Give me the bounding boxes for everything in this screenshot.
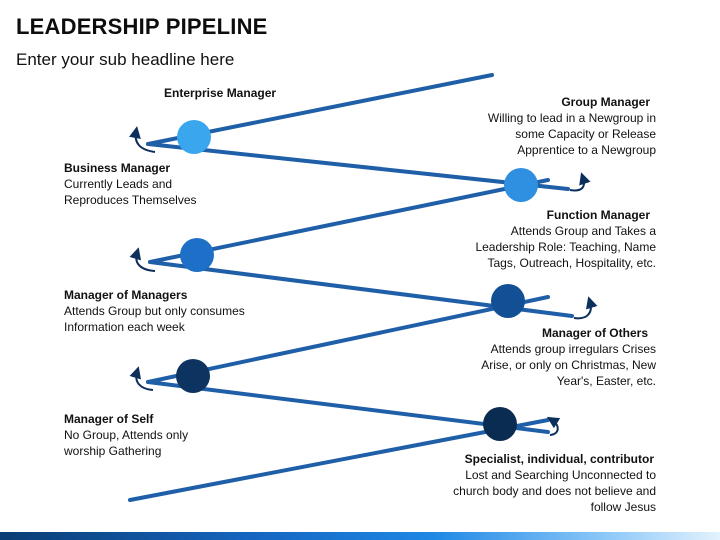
node-enterprise-manager (177, 120, 211, 154)
pipeline-segment (146, 380, 550, 434)
stage-title: Specialist, individual, contributor (464, 452, 654, 466)
pipeline-segment (148, 178, 550, 264)
node-manager-of-managers (176, 359, 210, 393)
stage-title: Function Manager (546, 208, 650, 222)
turn-arrows (129, 126, 598, 436)
node-group-manager (504, 168, 538, 202)
stage-title: Manager of Managers (64, 288, 188, 302)
curved-arrow-icon (573, 296, 598, 320)
stage-specialist: Specialist, individual, contributor Lost… (446, 451, 656, 515)
pipeline-segment (128, 418, 550, 502)
stage-group-manager: Group Manager Willing to lead in a Newgr… (460, 94, 656, 158)
stage-description: Currently Leads and Reproduces Themselve… (64, 177, 197, 207)
page-subtitle: Enter your sub headline here (16, 50, 235, 69)
page-title: LEADERSHIP PIPELINE (16, 14, 268, 39)
node-business-manager (180, 238, 214, 272)
stage-description: Attends Group and Takes a Leadership Rol… (475, 224, 656, 270)
pipeline-segment (146, 295, 550, 384)
curved-arrow-icon (129, 126, 156, 153)
stage-title: Manager of Self (64, 412, 154, 426)
curved-arrow-icon (129, 247, 156, 272)
stage-title: Group Manager (561, 95, 650, 109)
stage-description: Lost and Searching Unconnected to church… (453, 468, 656, 514)
curved-arrow-icon (569, 172, 591, 192)
pipeline-segment (146, 142, 570, 191)
curved-arrow-icon (129, 366, 154, 391)
stage-description: Attends Group but only consumes Informat… (64, 304, 245, 334)
stage-manager-of-self: Manager of Self No Group, Attends only w… (64, 411, 214, 459)
curved-arrow-icon (546, 416, 561, 436)
pipeline-nodes (176, 120, 538, 441)
stage-function-manager: Function Manager Attends Group and Takes… (460, 207, 656, 271)
stage-description: Willing to lead in a Newgroup in some Ca… (487, 111, 656, 157)
stage-title: Enterprise Manager (164, 86, 277, 100)
bottom-accent-bar (0, 532, 720, 540)
stage-business-manager: Business Manager Currently Leads and Rep… (64, 160, 224, 208)
stage-description: Attends group irregulars Crises Arise, o… (481, 342, 656, 388)
stage-title: Business Manager (64, 161, 171, 175)
node-manager-of-others (483, 407, 517, 441)
node-function-manager (491, 284, 525, 318)
stage-manager-of-managers: Manager of Managers Attends Group but on… (64, 287, 264, 335)
stage-title: Manager of Others (541, 326, 648, 340)
stage-enterprise-manager: Enterprise Manager (164, 85, 276, 101)
stage-description: No Group, Attends only worship Gathering (64, 428, 189, 458)
stage-manager-of-others: Manager of Others Attends group irregula… (466, 325, 656, 389)
